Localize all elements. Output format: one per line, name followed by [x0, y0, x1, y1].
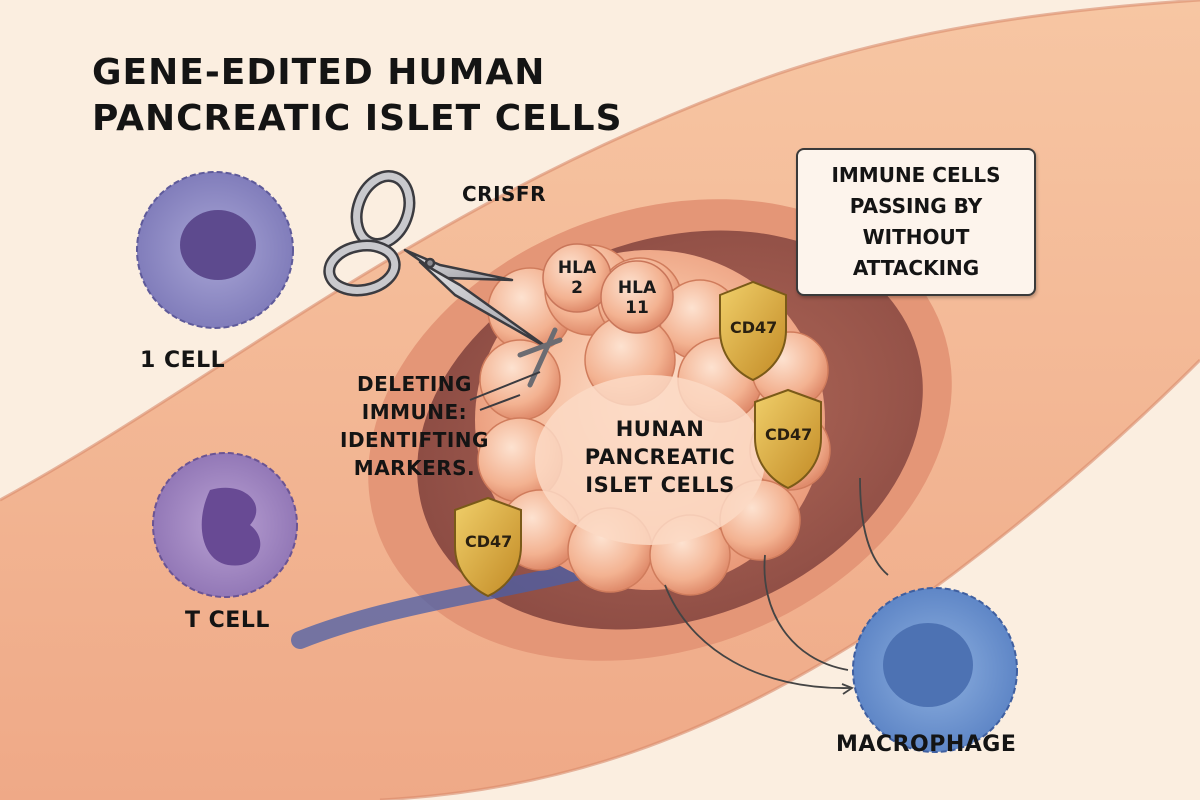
t-cell — [152, 452, 298, 598]
deleting-line-4: MARKERS. — [353, 456, 476, 480]
cd47-label-1: CD47 — [730, 318, 778, 337]
hla-label-2: HLA 11 — [617, 278, 657, 318]
islet-cells-label: HUNAN PANCREATIC ISLET CELLS — [560, 415, 760, 499]
movement-arrows — [664, 477, 889, 695]
deleting-markers-label: DELETING IMMUNE: IDENTIFTING MARKERS. — [340, 370, 489, 482]
immune-callout-box: IMMUNE CELLS PASSING BY WITHOUT ATTACKIN… — [796, 148, 1036, 296]
islet-line-1: HUNAN — [615, 417, 705, 441]
deleting-line-2: IMMUNE: — [361, 400, 468, 424]
crispr-label: CRISFR — [462, 182, 546, 206]
cd47-shield-2 — [754, 388, 822, 490]
callout-line-3: WITHOUT — [862, 225, 970, 249]
callout-line-2: PASSING BY — [849, 194, 983, 218]
t-cell-label: T CELL — [185, 608, 270, 633]
macrophage — [852, 587, 1018, 753]
immune-cell-1 — [136, 171, 294, 329]
deleting-line-1: DELETING — [357, 372, 472, 396]
title-line-2: PANCREATIC ISLET CELLS — [92, 98, 623, 139]
callout-line-1: IMMUNE CELLS — [831, 163, 1001, 187]
cd47-label-2: CD47 — [765, 425, 813, 444]
callout-line-4: ATTACKING — [852, 256, 980, 280]
title-line-1: GENE-EDITED HUMAN — [92, 52, 546, 93]
tissue-edge-upper — [0, 0, 1200, 502]
cd47-shield-1 — [719, 280, 787, 382]
deleting-line-3: IDENTIFTING — [340, 428, 489, 452]
hla-label-2-number: 11 — [625, 298, 649, 318]
islet-line-3: ISLET CELLS — [585, 473, 735, 497]
cell-label-1: 1 CELL — [140, 348, 226, 373]
cd47-shield-3 — [454, 496, 522, 598]
scissors-icon — [323, 170, 563, 411]
hla-label-1: HLA 2 — [557, 258, 597, 298]
hla-label-1-number: 2 — [571, 278, 583, 298]
hla-label-1-name: HLA — [557, 258, 597, 278]
hla-marker-cell-2 — [600, 260, 674, 334]
hla-label-2-name: HLA — [617, 278, 657, 298]
macrophage-label: MACROPHAGE — [836, 732, 1017, 757]
islet-line-2: PANCREATIC — [584, 445, 736, 469]
page-title: GENE-EDITED HUMAN PANCREATIC ISLET CELLS — [92, 50, 623, 142]
cd47-label-3: CD47 — [465, 532, 513, 551]
